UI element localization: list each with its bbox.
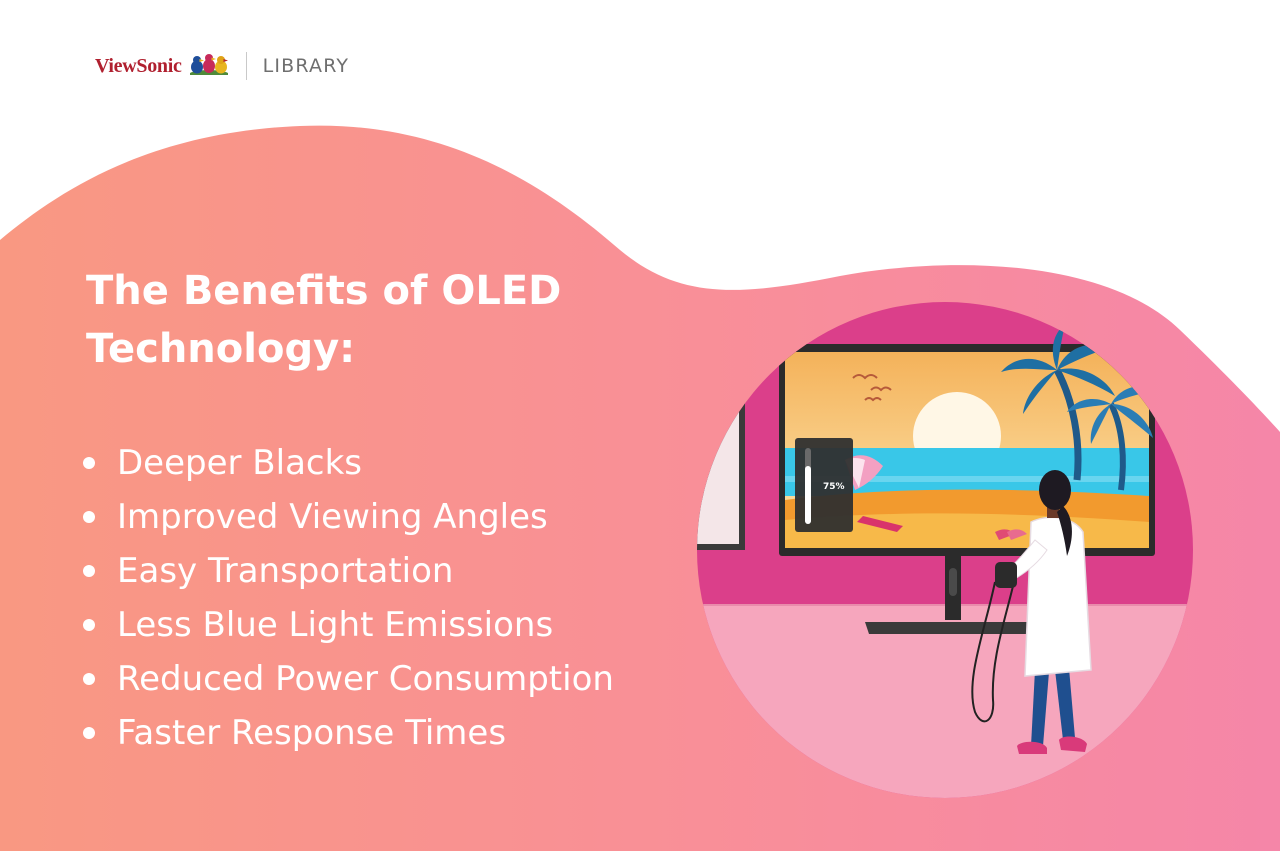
controller-cable [971, 581, 1014, 723]
list-item: Deeper Blacks [80, 436, 614, 490]
library-label: LIBRARY [262, 55, 350, 77]
bullet-icon [83, 457, 95, 469]
bullet-icon [83, 619, 95, 631]
list-item: Improved Viewing Angles [80, 490, 614, 544]
birds-logo-icon [189, 54, 228, 75]
monitor-illustration: 75% [697, 302, 1193, 798]
brand-header: ViewSonic LIBRARY [95, 50, 349, 82]
benefit-label: Reduced Power Consumption [117, 659, 614, 699]
benefit-label: Less Blue Light Emissions [117, 605, 554, 645]
page-title: The Benefits of OLED Technology: [86, 268, 562, 372]
wall-frame [697, 380, 745, 550]
benefit-label: Deeper Blacks [117, 443, 363, 483]
list-item: Less Blue Light Emissions [80, 598, 614, 652]
brightness-value: 75% [823, 482, 845, 492]
controller [995, 562, 1017, 588]
list-item: Faster Response Times [80, 706, 614, 760]
bullet-icon [83, 565, 95, 577]
brand-divider [245, 52, 247, 80]
floor [697, 605, 1193, 798]
benefit-label: Faster Response Times [117, 713, 507, 753]
brand-logo-text: ViewSonic [95, 54, 182, 77]
palm-trees [1001, 324, 1157, 491]
benefit-label: Easy Transportation [117, 551, 454, 591]
bullet-icon [83, 673, 95, 685]
benefits-list: Deeper Blacks Improved Viewing Angles Ea… [80, 436, 614, 760]
brightness-level-fill [805, 466, 811, 524]
list-item: Easy Transportation [80, 544, 614, 598]
benefit-label: Improved Viewing Angles [117, 497, 548, 537]
woman-figure [995, 470, 1092, 754]
bullet-icon [83, 511, 95, 523]
bullet-icon [83, 727, 95, 739]
list-item: Reduced Power Consumption [80, 652, 614, 706]
brightness-osd: 75% [795, 438, 853, 532]
